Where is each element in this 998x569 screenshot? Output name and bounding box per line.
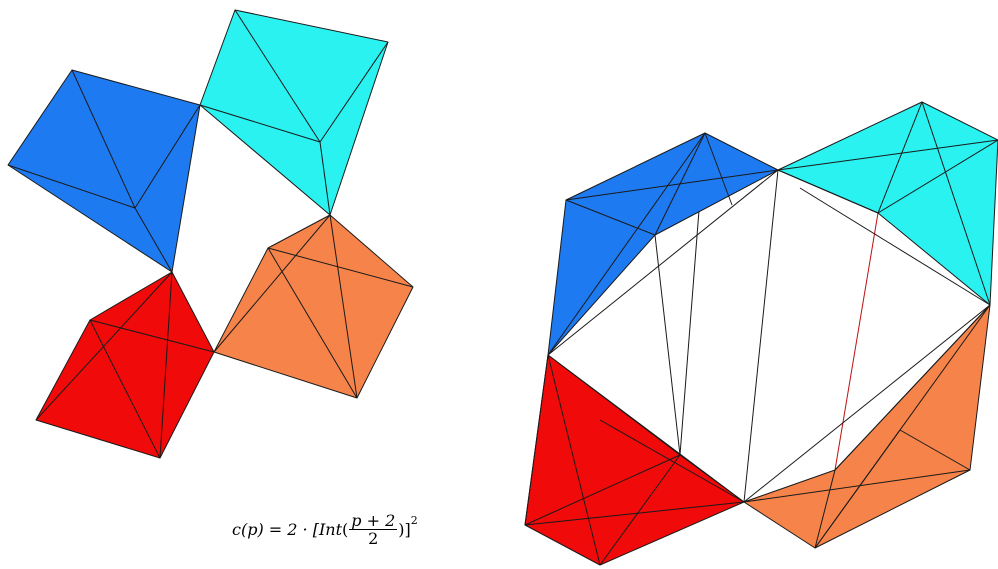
right-blue-section [547, 132, 779, 356]
formula-close: )] [398, 520, 411, 539]
formula: c(p) = 2 · [ Int ( p + 2 2 )] 2 [232, 512, 418, 547]
formula-denominator: 2 [368, 529, 379, 548]
formula-int: Int [318, 520, 343, 539]
right-cluster [524, 101, 998, 566]
right-orange-section [743, 304, 991, 549]
formula-lhs: c(p) = 2 · [ [232, 520, 319, 539]
right-red-section [524, 354, 745, 566]
left-red-pyramid [35, 271, 215, 459]
formula-numerator: p + 2 [349, 511, 398, 530]
formula-fraction: p + 2 2 [349, 511, 398, 548]
left-cyan-pyramid [199, 9, 389, 216]
formula-exponent: 2 [410, 514, 418, 527]
left-cluster [7, 9, 414, 459]
formula-open-paren: ( [342, 520, 349, 539]
right-interior-edges [654, 132, 879, 503]
right-cyan-section [777, 101, 998, 306]
left-orange-pyramid [213, 214, 414, 399]
left-blue-pyramid [7, 69, 201, 273]
